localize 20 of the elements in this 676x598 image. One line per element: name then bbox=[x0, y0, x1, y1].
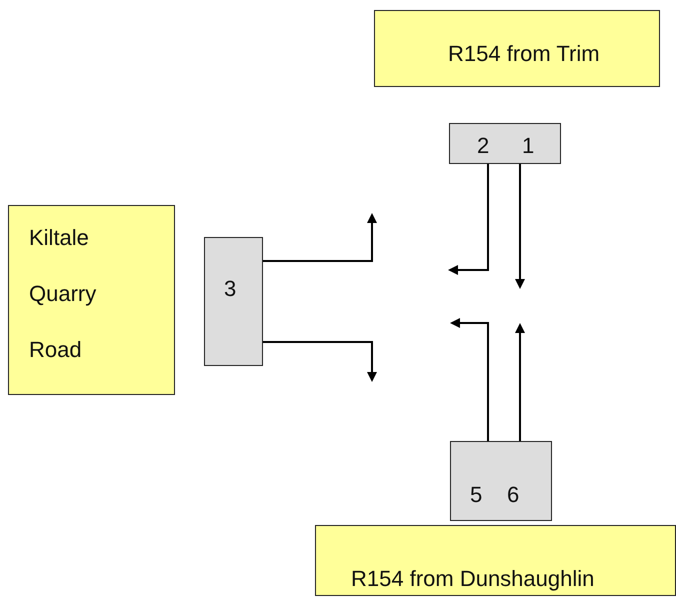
traffic-arrow bbox=[450, 318, 489, 441]
phase-number: 5 bbox=[470, 482, 482, 508]
signal-head-box bbox=[450, 441, 552, 521]
phase-number: 2 bbox=[477, 133, 490, 159]
road-label-box bbox=[315, 525, 676, 596]
traffic-arrow bbox=[263, 341, 377, 382]
road-label-box bbox=[8, 205, 175, 395]
traffic-arrow bbox=[515, 323, 525, 441]
road-name: R154 from Dunshaughlin bbox=[351, 566, 594, 592]
road-label-box bbox=[374, 10, 660, 87]
traffic-arrow bbox=[448, 164, 489, 275]
road-name: R154 from Trim bbox=[448, 41, 600, 67]
road-name: Kiltale Quarry Road bbox=[29, 224, 98, 364]
phase-number: 6 bbox=[507, 482, 520, 508]
signal-head-box bbox=[449, 123, 561, 164]
phase-number: 3 bbox=[224, 276, 236, 302]
traffic-arrow bbox=[263, 213, 377, 262]
phase-number: 1 bbox=[522, 133, 534, 159]
traffic-arrow bbox=[515, 164, 525, 289]
signal-head-box bbox=[204, 237, 263, 366]
